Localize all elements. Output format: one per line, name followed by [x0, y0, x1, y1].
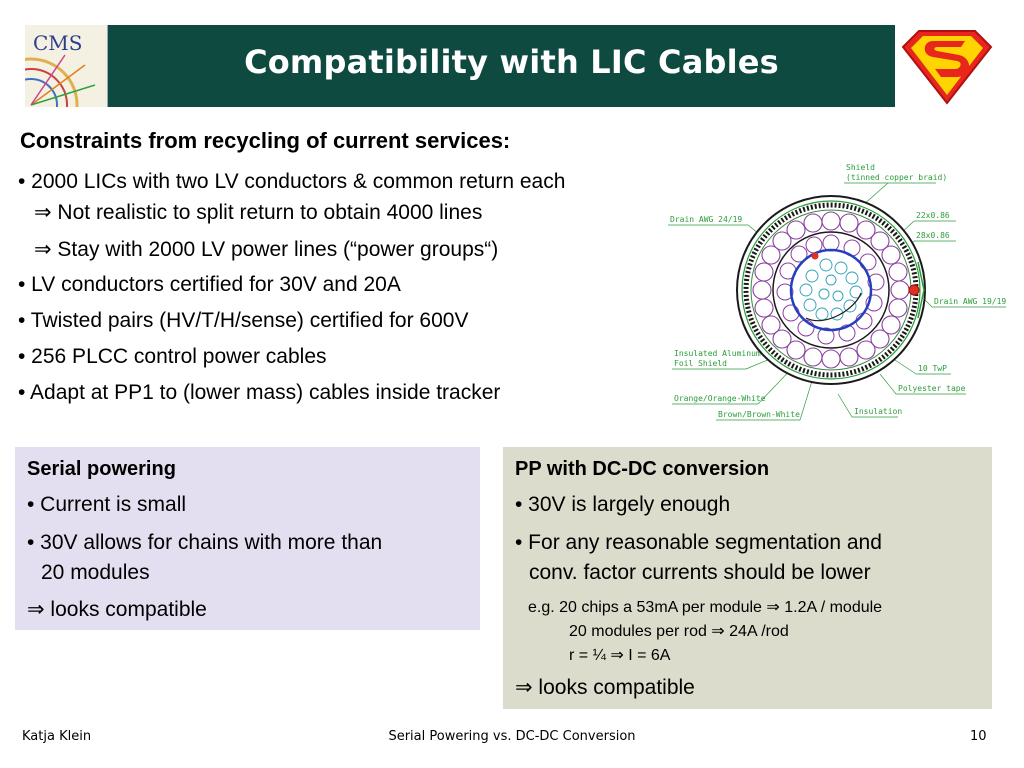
- dcdc-line: • For any reasonable segmentation and: [515, 531, 882, 554]
- serial-powering-title: Serial powering: [27, 458, 176, 480]
- constraint-item: • LV conductors certified for 30V and 20…: [18, 273, 401, 296]
- label-drain-right: Drain AWG 19/19: [934, 297, 1006, 306]
- serial-conclusion: ⇒ looks compatible: [27, 598, 207, 621]
- dcdc-line: • 30V is largely enough: [515, 493, 731, 516]
- constraint-subitem: ⇒ Stay with 2000 LV power lines (“power …: [34, 238, 499, 261]
- label-insulated-2: Foil Shield: [674, 359, 727, 368]
- cms-logo-graphic: [25, 25, 107, 107]
- label-tp: 10 TwP: [918, 364, 947, 373]
- constraint-item: • 2000 LICs with two LV conductors & com…: [18, 170, 566, 193]
- serial-powering-box: Serial powering • Current is small • 30V…: [15, 447, 480, 630]
- constraint-subitem: ⇒ Not realistic to split return to obtai…: [34, 201, 483, 224]
- label-insulation: Insulation: [854, 407, 902, 416]
- dcdc-line: conv. factor currents should be lower: [529, 561, 871, 584]
- dcdc-example: e.g. 20 chips a 53mA per module ⇒ 1.2A /…: [528, 599, 883, 616]
- cms-logo-text: CMS: [33, 31, 83, 55]
- label-tinned: (tinned copper braid): [846, 173, 947, 182]
- dcdc-example: r = ¼ ⇒ I = 6A: [569, 647, 671, 664]
- footer-author: Katja Klein: [22, 729, 92, 744]
- cms-logo: CMS: [25, 25, 108, 107]
- title-bar: Compatibility with LIC Cables: [25, 25, 998, 107]
- cable-cross-section-diagram: Shield (tinned copper braid) Drain AWG 2…: [668, 163, 1006, 421]
- label-orange: Orange/Orange-White: [674, 394, 766, 403]
- label-insulated-1: Insulated Aluminum: [674, 349, 761, 358]
- label-brown: Brown/Brown-White: [718, 410, 800, 419]
- twisted-pairs: [799, 258, 863, 321]
- dcdc-example: 20 modules per rod ⇒ 24A /rod: [569, 623, 789, 640]
- dcdc-title: PP with DC-DC conversion: [515, 458, 770, 480]
- constraint-item: • Twisted pairs (HV/T/H/sense) certified…: [18, 309, 469, 332]
- label-size-28: 28x0.86: [916, 231, 950, 240]
- serial-line: • Current is small: [27, 493, 187, 516]
- slide-title: Compatibility with LIC Cables: [244, 43, 779, 81]
- constraints-heading: Constraints from recycling of current se…: [20, 128, 511, 153]
- label-polyester: Polyester tape: [898, 384, 966, 393]
- constraint-item: • Adapt at PP1 to (lower mass) cables in…: [18, 381, 501, 404]
- dcdc-conclusion: ⇒ looks compatible: [515, 676, 695, 699]
- label-shield: Shield: [846, 163, 875, 172]
- cable-rings: [736, 195, 926, 385]
- superman-logo: [895, 25, 998, 107]
- middle-conductors: [776, 234, 885, 345]
- footer-center: Serial Powering vs. DC-DC Conversion: [388, 729, 636, 744]
- serial-line: • 30V allows for chains with more than: [27, 531, 383, 554]
- label-size-22: 22x0.86: [916, 211, 950, 220]
- dcdc-conversion-box: PP with DC-DC conversion • 30V is largel…: [503, 447, 992, 709]
- constraint-item: • 256 PLCC control power cables: [18, 345, 327, 368]
- outer-conductors: [752, 211, 910, 369]
- footer-page-number: 10: [970, 729, 987, 744]
- serial-line: 20 modules: [41, 561, 150, 584]
- label-drain-left: Drain AWG 24/19: [670, 215, 742, 224]
